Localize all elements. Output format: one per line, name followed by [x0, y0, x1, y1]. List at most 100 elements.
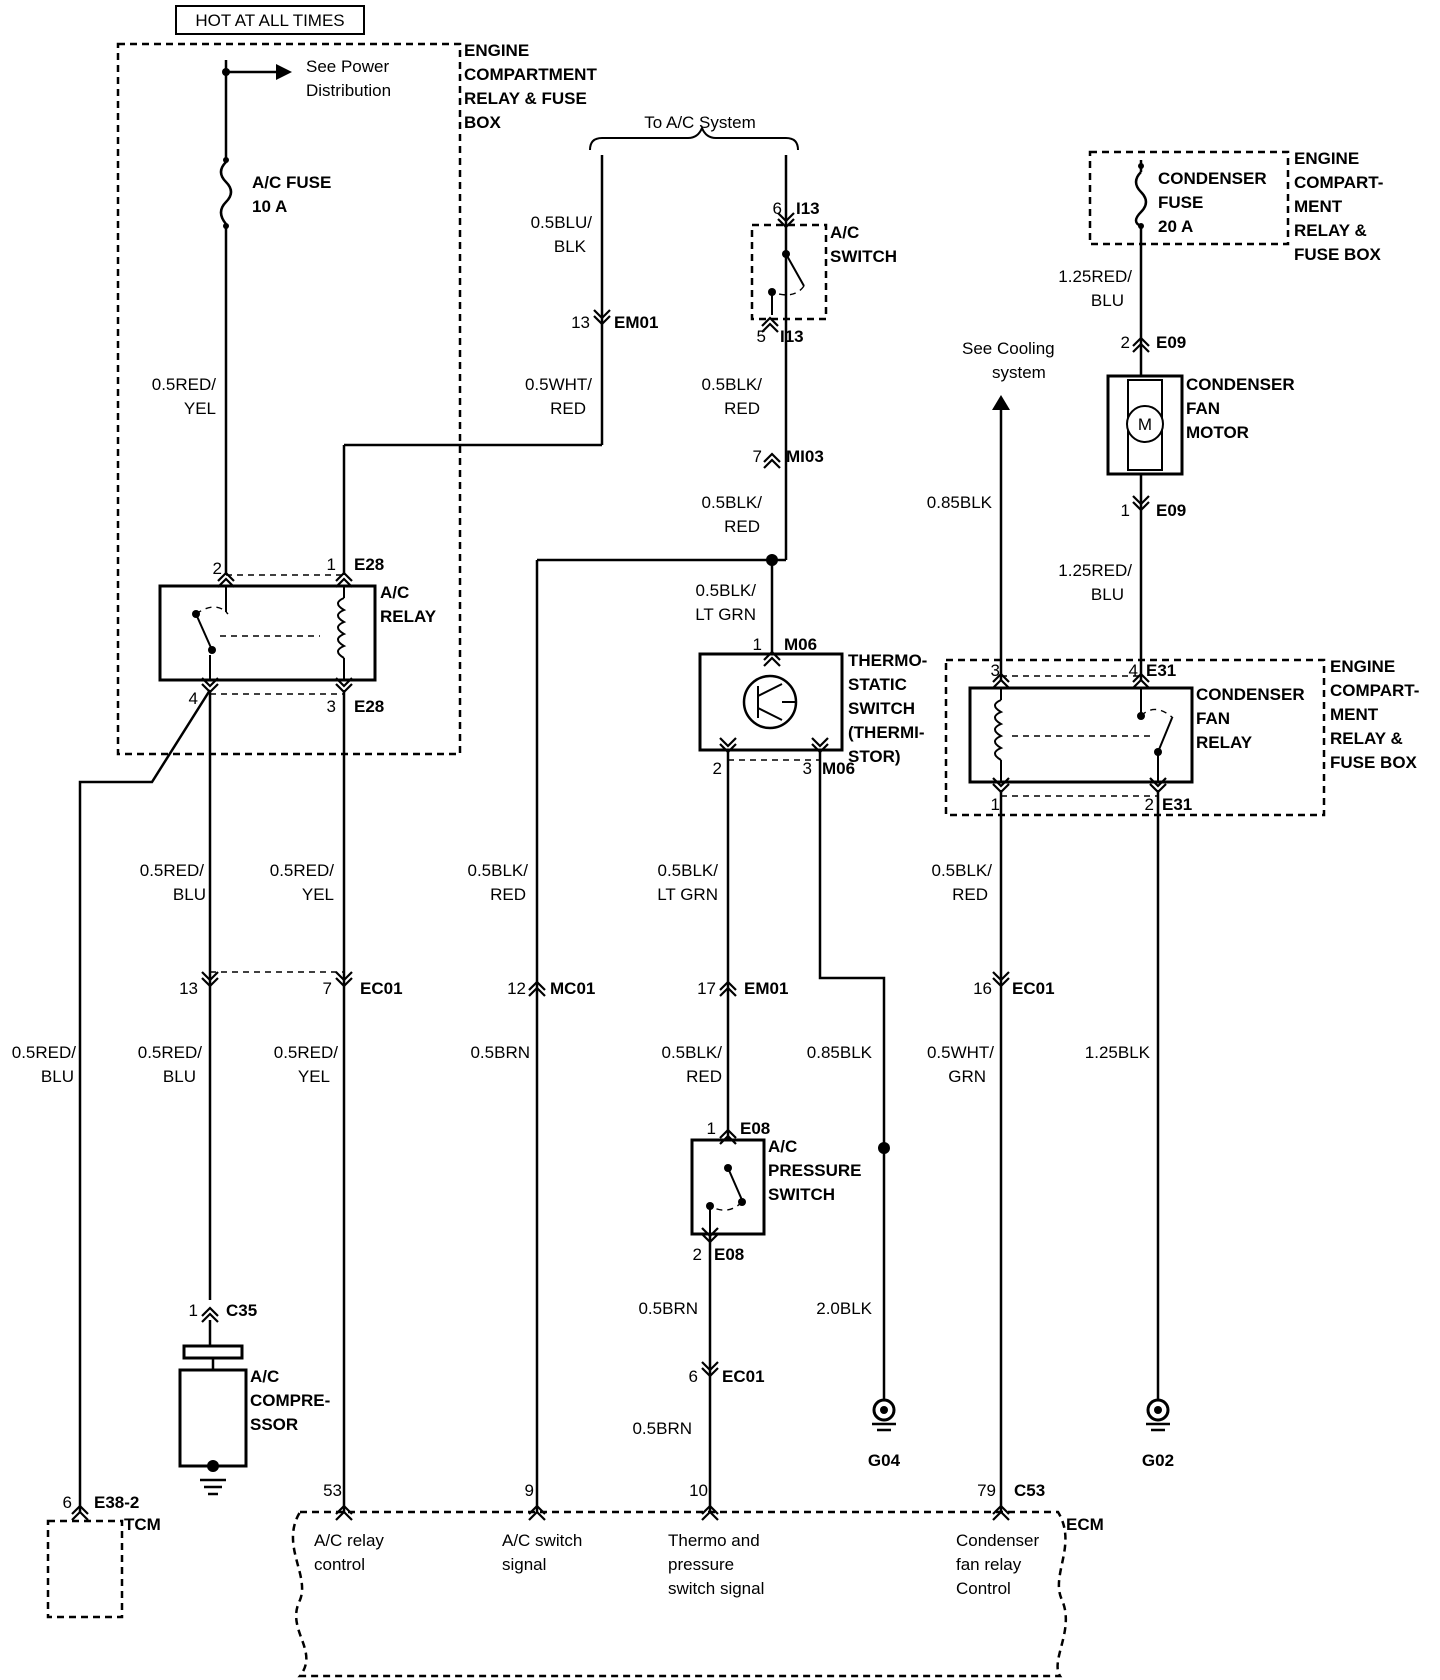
svg-text:STATIC: STATIC — [848, 675, 907, 694]
svg-text:13: 13 — [179, 979, 198, 998]
ac-pressure-switch-label: A/C PRESSURE SWITCH — [768, 1137, 862, 1204]
svg-text:MENT: MENT — [1330, 705, 1379, 724]
svg-text:M06: M06 — [822, 759, 855, 778]
svg-text:YEL: YEL — [298, 1067, 330, 1086]
svg-text:RELAY: RELAY — [380, 607, 437, 626]
svg-text:SWITCH: SWITCH — [830, 247, 897, 266]
svg-text:FUSE BOX: FUSE BOX — [1330, 753, 1418, 772]
svg-text:E08: E08 — [714, 1245, 744, 1264]
svg-text:COMPART-: COMPART- — [1330, 681, 1419, 700]
svg-text:SWITCH: SWITCH — [848, 699, 915, 718]
svg-text:0.5RED/: 0.5RED/ — [12, 1043, 77, 1062]
power-distribution-ref: See Power Distribution — [306, 57, 391, 100]
svg-text:1: 1 — [1121, 501, 1130, 520]
svg-text:ENGINE: ENGINE — [464, 41, 529, 60]
svg-text:E09: E09 — [1156, 333, 1186, 352]
svg-text:A/C FUSE: A/C FUSE — [252, 173, 331, 192]
svg-text:RED: RED — [724, 517, 760, 536]
svg-text:Control: Control — [956, 1579, 1011, 1598]
svg-text:2: 2 — [1145, 795, 1154, 814]
svg-text:0.5RED/: 0.5RED/ — [140, 861, 205, 880]
svg-text:1: 1 — [707, 1119, 716, 1138]
ac-compressor — [178, 1368, 248, 1468]
svg-text:3: 3 — [803, 759, 812, 778]
cooling-system-ref: See Cooling system — [962, 339, 1055, 382]
svg-text:3: 3 — [991, 661, 1000, 680]
svg-text:RELAY & FUSE: RELAY & FUSE — [464, 89, 587, 108]
svg-text:ENGINE: ENGINE — [1330, 657, 1395, 676]
ground-g04: G04 — [868, 1451, 901, 1470]
svg-text:E38-2: E38-2 — [94, 1493, 139, 1512]
svg-text:7: 7 — [323, 979, 332, 998]
svg-text:M06: M06 — [784, 635, 817, 654]
svg-text:See Cooling: See Cooling — [962, 339, 1055, 358]
condenser-fuse-box-label: ENGINE COMPART- MENT RELAY & FUSE BOX — [1294, 149, 1383, 264]
svg-text:EC01: EC01 — [1012, 979, 1055, 998]
svg-text:COMPARTMENT: COMPARTMENT — [464, 65, 597, 84]
svg-text:COMPRE-: COMPRE- — [250, 1391, 330, 1410]
svg-text:0.5WHT/: 0.5WHT/ — [927, 1043, 994, 1062]
svg-text:fan relay: fan relay — [956, 1555, 1022, 1574]
svg-text:9: 9 — [525, 1481, 534, 1500]
thermo-switch — [698, 652, 844, 752]
svg-text:79: 79 — [977, 1481, 996, 1500]
svg-text:EC01: EC01 — [360, 979, 403, 998]
svg-text:BLK: BLK — [554, 237, 587, 256]
condenser-fan-relay-label: CONDENSER FAN RELAY — [1196, 685, 1305, 752]
svg-text:1: 1 — [753, 635, 762, 654]
svg-text:0.5BLK/: 0.5BLK/ — [658, 861, 719, 880]
svg-text:BLU: BLU — [163, 1067, 196, 1086]
ecm-label: ECM — [1066, 1515, 1104, 1534]
svg-text:MC01: MC01 — [550, 979, 595, 998]
engine-compartment-box — [116, 42, 462, 756]
svg-text:signal: signal — [502, 1555, 546, 1574]
svg-text:53: 53 — [323, 1481, 342, 1500]
svg-text:2: 2 — [1121, 333, 1130, 352]
svg-text:E08: E08 — [740, 1119, 770, 1138]
svg-text:MENT: MENT — [1294, 197, 1343, 216]
ecm-pin-9: 9 A/C switch signal — [502, 1481, 582, 1574]
hot-label: HOT AT ALL TIMES — [195, 11, 344, 30]
svg-text:ENGINE: ENGINE — [1294, 149, 1359, 168]
svg-text:RED: RED — [490, 885, 526, 904]
svg-text:16: 16 — [973, 979, 992, 998]
tcm-label: TCM — [124, 1515, 161, 1534]
svg-text:LT GRN: LT GRN — [695, 605, 756, 624]
svg-text:1: 1 — [991, 795, 1000, 814]
condenser-fuse-label: CONDENSER FUSE 20 A — [1158, 169, 1267, 236]
svg-text:EM01: EM01 — [744, 979, 788, 998]
thermo-switch-label: THERMO- STATIC SWITCH (THERMI- STOR) — [848, 651, 927, 766]
svg-text:pressure: pressure — [668, 1555, 734, 1574]
svg-text:EM01: EM01 — [614, 313, 658, 332]
svg-text:0.5BRN: 0.5BRN — [632, 1419, 692, 1438]
ground-g02: G02 — [1142, 1451, 1174, 1470]
svg-text:12: 12 — [507, 979, 526, 998]
svg-text:A/C: A/C — [830, 223, 859, 242]
svg-text:FAN: FAN — [1196, 709, 1230, 728]
svg-text:0.5RED/: 0.5RED/ — [270, 861, 335, 880]
svg-text:FAN: FAN — [1186, 399, 1220, 418]
svg-text:FUSE: FUSE — [1158, 193, 1203, 212]
svg-text:0.5RED/: 0.5RED/ — [152, 375, 217, 394]
svg-text:RED: RED — [550, 399, 586, 418]
svg-text:0.5BLK/: 0.5BLK/ — [702, 493, 763, 512]
svg-text:(THERMI-: (THERMI- — [848, 723, 924, 742]
svg-text:STOR): STOR) — [848, 747, 901, 766]
svg-text:0.5RED/: 0.5RED/ — [274, 1043, 339, 1062]
svg-text:BLU: BLU — [173, 885, 206, 904]
svg-text:0.5BRN: 0.5BRN — [470, 1043, 530, 1062]
svg-text:13: 13 — [571, 313, 590, 332]
condenser-relay-box-label: ENGINE COMPART- MENT RELAY & FUSE BOX — [1330, 657, 1419, 772]
svg-text:A/C switch: A/C switch — [502, 1531, 582, 1550]
svg-text:0.5BLK/: 0.5BLK/ — [696, 581, 757, 600]
svg-text:MOTOR: MOTOR — [1186, 423, 1249, 442]
svg-text:CONDENSER: CONDENSER — [1196, 685, 1305, 704]
motor-symbol: M — [1138, 415, 1152, 434]
connector-labels: 2 1 E28 4 3 E28 13 EM01 6 I13 5 I13 7 MI… — [63, 199, 1193, 1512]
svg-text:4: 4 — [189, 689, 198, 708]
svg-text:6: 6 — [689, 1367, 698, 1386]
svg-text:0.5BLK/: 0.5BLK/ — [932, 861, 993, 880]
to-ac-system-label: To A/C System — [644, 113, 755, 132]
svg-text:E28: E28 — [354, 555, 384, 574]
wire-labels: 0.5RED/ YEL 0.5BLU/ BLK 0.5WHT/ RED 0.5B… — [12, 213, 1151, 1438]
